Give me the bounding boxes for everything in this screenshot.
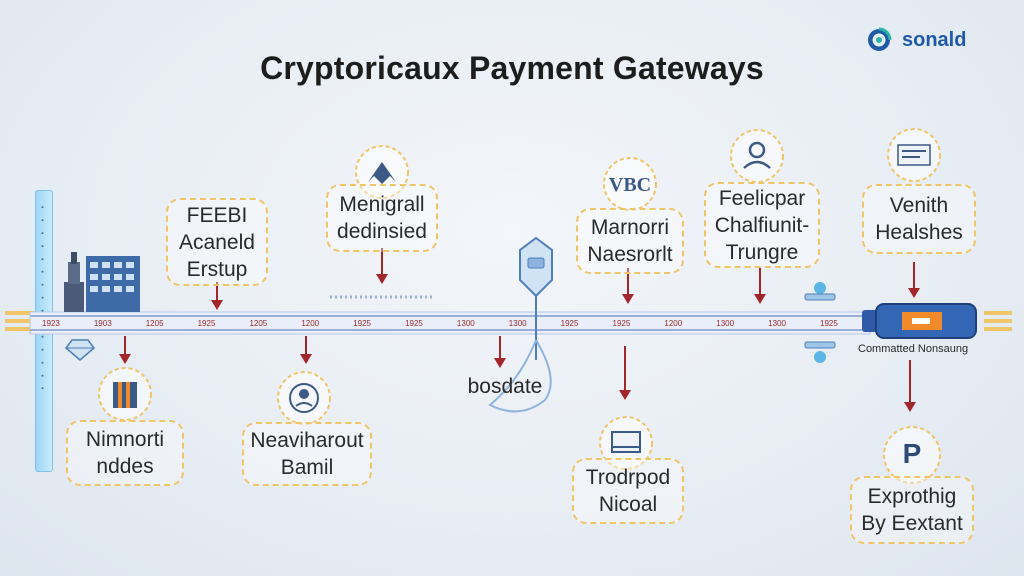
arrow-bottom-4 [619,346,631,400]
terminal-label: Commatted Nonsaung [858,343,969,355]
timeline-left-stub [5,311,35,331]
diamond-icon [64,339,96,361]
top-node-1-line-2: Acaneld [179,230,255,254]
tick-label: 1925 [561,319,579,328]
p-coin-icon [883,426,941,484]
bottom-node-1: Nimnorti nddes [66,420,184,486]
monitor-icon [599,416,653,470]
tick-labels: 1923 1903 1205 1925 1205 1200 1925 1925 1300 1300… [42,319,838,328]
tick-label: 1925 [820,319,838,328]
bottom-node-1-line-2: nddes [96,455,154,478]
top-node-3-line-2: Naesrorlt [587,243,673,266]
top-node-4-line-3: Trungre [725,240,799,264]
brand-mark-icon [868,27,892,51]
arrow-bottom-2 [300,336,312,364]
top-node-1-line-3: Erstup [186,257,248,281]
shield-icon [488,236,553,413]
brand-name: sonald [902,28,967,51]
timeline-rail [29,311,871,335]
arrow-top-1 [211,282,223,310]
top-node-3: Marnorri Naesrorlt [576,208,684,274]
tick-label: 1200 [301,319,319,328]
bottom-node-3: Trodrpod Nicoal [572,458,684,524]
tick-label: 1200 [664,319,682,328]
bottom-node-4-line-2: By Eextant [861,512,963,535]
top-node-5-line-2: Healshes [875,221,963,244]
tick-label: 1925 [198,319,216,328]
building-icon [64,252,140,312]
gear-node-top-icon [804,282,836,301]
tick-label: 1300 [716,319,734,328]
tick-label: 1300 [768,319,786,328]
badge-person-icon [277,371,331,425]
tick-label: 1923 [42,319,60,328]
tick-label: 1300 [457,319,475,328]
top-node-4-line-2: Chalfiunit- [714,213,810,237]
card-list-icon [887,128,941,182]
bar-book-icon [98,367,152,421]
arrow-bottom-3 [494,336,506,368]
brand-logo: sonald [866,27,966,53]
arrow-top-2 [376,248,388,284]
payment-terminal-icon [862,303,977,339]
arrow-bottom-5 [904,360,916,412]
page-title: Cryptoricaux Payment Gateways [260,50,764,86]
bottom-node-2-line-2: Bamil [280,456,334,479]
vbc-badge-label: VBC [608,174,652,196]
top-node-4-line-1: Feelicpar [718,186,806,210]
tick-label: 1205 [249,319,267,328]
bottom-node-3-line-2: Nicoal [598,493,658,516]
top-node-2-line-1: Menigrall [339,193,425,216]
bottom-node-1-line-1: Nimnorti [85,428,165,451]
top-node-5-line-1: Venith [889,194,949,217]
top-node-2-line-2: dedinsied [337,220,427,243]
top-node-1: FEEBI Acaneld Erstup [166,198,268,286]
arrow-top-4 [754,268,766,304]
arrow-bottom-1 [119,336,131,364]
person-icon [730,129,784,183]
bottom-node-2: Neaviharout Bamil [242,422,372,486]
tick-label: 1925 [405,319,423,328]
tick-label: 1300 [509,319,527,328]
gear-node-bottom-icon [804,341,836,363]
tick-label: 1925 [613,319,631,328]
bottom-node-4-line-1: Exprothig [867,485,957,508]
timeline-right-stub [984,311,1012,331]
top-node-3-line-1: Marnorri [590,216,670,239]
center-label: bosdate [467,375,543,398]
top-node-4: Feelicpar Chalfiunit- Trungre [704,182,820,268]
bottom-node-4: Exprothig By Eextant [850,476,974,544]
vbc-badge-icon [603,157,657,211]
arrow-top-5 [908,262,920,298]
tick-label: 1205 [146,319,164,328]
top-node-1-line-1: FEEBI [186,203,248,227]
tick-label: 1925 [353,319,371,328]
top-node-2: Menigrall dedinsied [326,184,438,252]
p-coin-label: P [902,438,922,469]
tick-label: 1903 [94,319,112,328]
bottom-node-3-line-1: Trodrpod [585,466,671,489]
top-node-5: Venith Healshes [862,184,976,254]
bottom-node-2-line-1: Neaviharout [250,429,364,452]
